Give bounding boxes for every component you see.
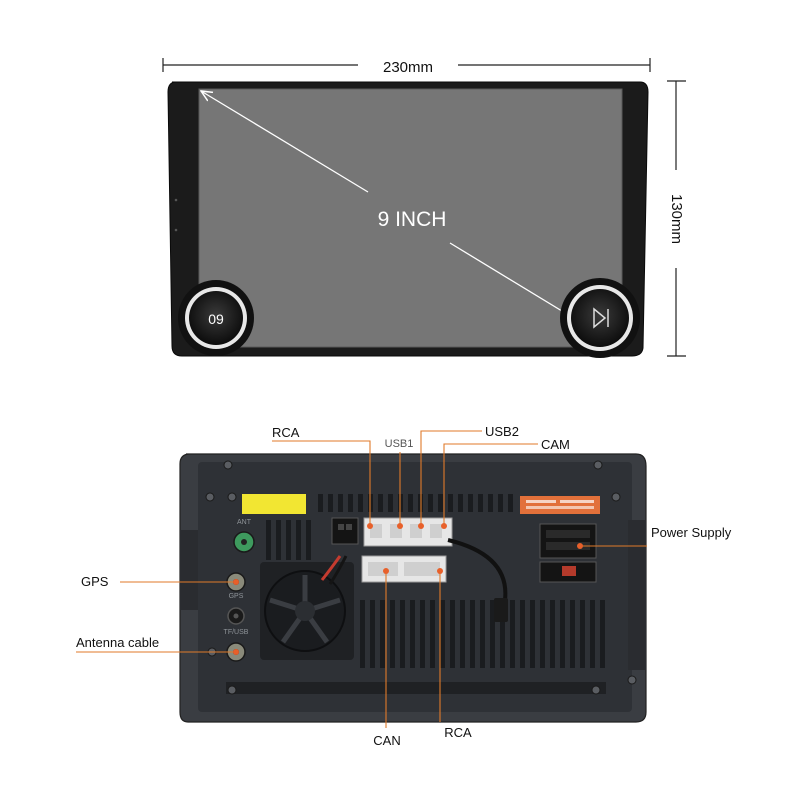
usb2-label: USB2 <box>485 424 519 439</box>
tf-port-label: TF/USB <box>224 629 249 636</box>
play-pause-icon <box>593 307 609 329</box>
cooling-fan <box>260 562 354 660</box>
can-label: CAN <box>373 733 400 748</box>
rca-bottom-label: RCA <box>444 725 472 740</box>
ant-port[interactable] <box>233 531 255 553</box>
yellow-sticker <box>242 494 306 514</box>
usb1-label: USB1 <box>385 438 414 450</box>
ant-port-label: ANT <box>237 519 252 526</box>
tune-knob[interactable] <box>560 278 640 358</box>
power-supply-connector[interactable] <box>539 523 597 559</box>
callout-dots <box>233 523 583 655</box>
volume-knob[interactable]: 09 <box>178 280 254 356</box>
gps-port-label: GPS <box>229 593 244 600</box>
top-connector-block[interactable] <box>363 517 453 547</box>
width-dimension: 230mm <box>162 58 651 76</box>
orange-label-sticker <box>520 496 600 514</box>
height-dimension: 130mm <box>667 80 686 357</box>
tf-usb-port[interactable] <box>227 607 245 625</box>
rca-top-label: RCA <box>272 425 300 440</box>
power-supply-label: Power Supply <box>651 525 732 540</box>
screen-size-label: 9 INCH <box>378 208 447 231</box>
knob-text: 09 <box>208 311 224 327</box>
bottom-connector-block[interactable] <box>361 555 447 583</box>
small-connector[interactable] <box>331 517 359 545</box>
back-view: ANT GPS TF/USB <box>76 424 732 748</box>
callout-lines <box>76 430 647 728</box>
antenna-cable-label: Antenna cable <box>76 635 159 650</box>
width-label: 230mm <box>383 59 433 76</box>
height-label: 130mm <box>668 194 685 244</box>
cam-label: CAM <box>541 437 570 452</box>
front-view: 230mm 130mm 9 INCH 09 <box>162 58 686 358</box>
gps-label: GPS <box>81 574 109 589</box>
bottom-vents <box>360 600 605 668</box>
